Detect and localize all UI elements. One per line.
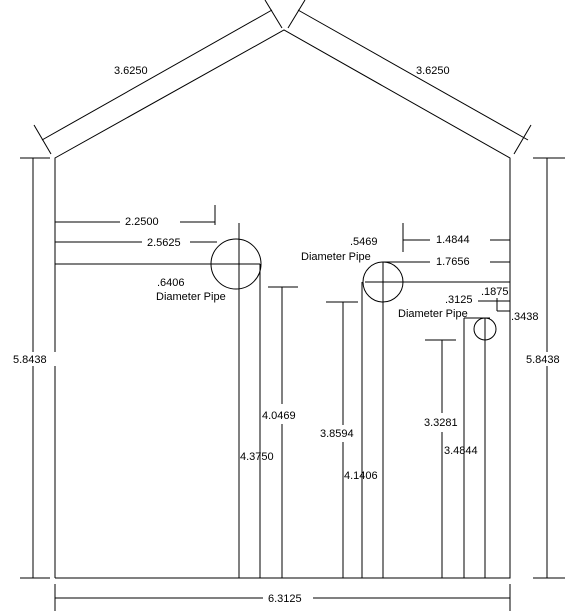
- pipe-medium-offset-a: 1.4844: [436, 234, 470, 246]
- wall-height-dimensions: 5.8438 5.8438: [10, 157, 571, 579]
- pipe-medium-offset-b: 1.7656: [436, 256, 470, 268]
- roof-left-length: 3.6250: [114, 65, 148, 77]
- pipe-medium-label: Diameter Pipe: [301, 251, 371, 263]
- pipe-small-offset-b: .3438: [511, 311, 539, 323]
- pipe-medium-height-b: 4.1406: [344, 470, 378, 482]
- pipe-large-height-b: 4.3750: [240, 451, 274, 463]
- right-wall-height: 5.8438: [526, 354, 560, 366]
- house-profile: [54, 29, 511, 579]
- pipe-small-diameter: .3125: [445, 294, 473, 306]
- pipe-large-height-a: 4.0469: [262, 410, 296, 422]
- house-outline: [54, 29, 511, 579]
- base-width-dimension: 6.3125: [54, 584, 511, 611]
- pipe-small-height-a: 3.3281: [424, 417, 458, 429]
- pipe-large-offset-a: 2.2500: [125, 216, 159, 228]
- pipe-medium-height-a: 3.8594: [320, 428, 354, 440]
- pipe-small-label: Diameter Pipe: [398, 308, 468, 320]
- pipe-large-diameter: .6406: [157, 277, 185, 289]
- pipe-small-group: .1875 .3125 Diameter Pipe .3438 3.3281 3…: [398, 286, 539, 578]
- pipe-large-label: Diameter Pipe: [156, 291, 226, 303]
- pipe-small-height-b: 3.4844: [444, 445, 478, 457]
- roof-dimensions: 3.6250 3.6250: [33, 0, 532, 155]
- pipe-medium-group: .5469 Diameter Pipe 1.4844 1.7656 3.8594…: [301, 223, 510, 578]
- left-wall-height: 5.8438: [13, 354, 47, 366]
- pipe-medium-diameter: .5469: [350, 236, 378, 248]
- pipe-small-offset-a: .1875: [481, 286, 509, 298]
- roof-right-length: 3.6250: [416, 65, 450, 77]
- pipe-large-group: 2.2500 2.5625 .6406 Diameter Pipe 4.0469…: [55, 205, 298, 578]
- base-width: 6.3125: [268, 593, 302, 605]
- pipe-large-offset-b: 2.5625: [147, 237, 181, 249]
